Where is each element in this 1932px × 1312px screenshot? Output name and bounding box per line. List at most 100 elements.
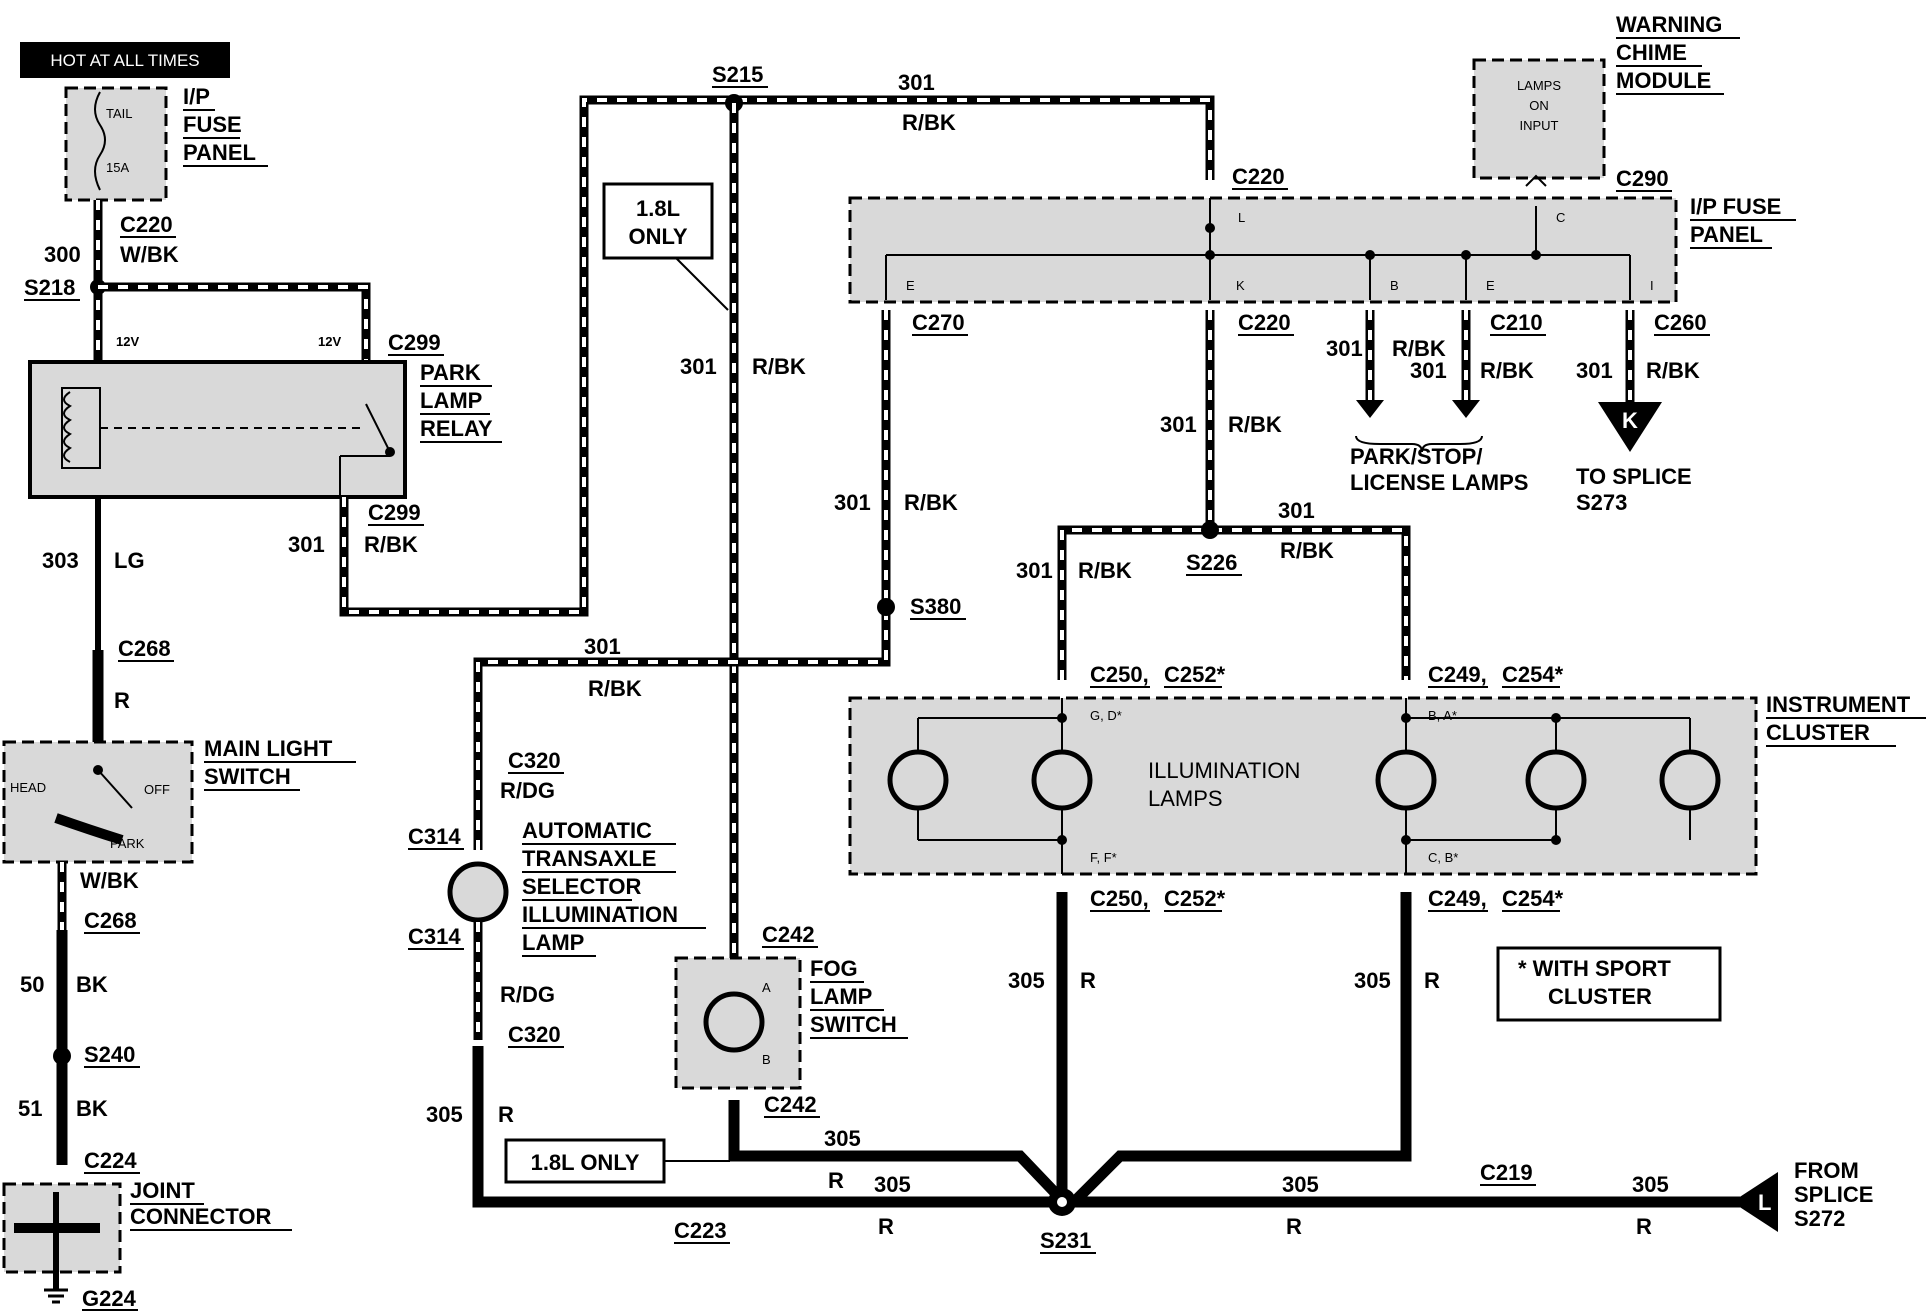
diagram-label: LG (114, 548, 145, 573)
diagram-label: R/BK (904, 490, 958, 515)
diagram-label: 301 (1410, 358, 1447, 383)
diagram-label: SWITCH (810, 1012, 897, 1037)
diagram-label: R (1424, 968, 1440, 993)
fuse-tail-label: TAIL (106, 106, 133, 121)
diagram-label: 301 (680, 354, 717, 379)
diagram-label: CLUSTER (1548, 984, 1652, 1009)
diagram-label: 301 (288, 532, 325, 557)
diagram-label: C270 (912, 310, 965, 335)
diagram-label: R (828, 1168, 844, 1193)
diagram-label: 305 (824, 1126, 861, 1151)
diagram-label: C268 (84, 908, 137, 933)
illumination-lamp-5 (1659, 749, 1721, 811)
diagram-label: R/BK (752, 354, 806, 379)
diagram-label: R/BK (588, 676, 642, 701)
diagram-label: PANEL (1690, 222, 1763, 247)
diagram-label: A (762, 980, 771, 995)
note-with-sport-cluster: * WITH SPORT CLUSTER (1496, 946, 1722, 1022)
warning-chime-module: LAMPS ON INPUT WARNING CHIME MODULE (1472, 12, 1740, 180)
diagram-label: C260 (1654, 310, 1707, 335)
diagram-label: 301 (1160, 412, 1197, 437)
diagram-label: S218 (24, 275, 75, 300)
diagram-label: C249, (1428, 886, 1487, 911)
diagram-label: PANEL (183, 140, 256, 165)
diagram-label: 51 (18, 1096, 42, 1121)
diagram-label: R (498, 1102, 514, 1127)
splice-triangle-k (1598, 402, 1662, 452)
diagram-label: SELECTOR (522, 874, 642, 899)
diagram-label: L (1758, 1190, 1771, 1215)
diagram-label: R/BK (1480, 358, 1534, 383)
diagram-label: C268 (118, 636, 171, 661)
diagram-label: C314 (408, 924, 461, 949)
diagram-label: R/BK (1280, 538, 1334, 563)
diagram-label: OFF (144, 782, 170, 797)
diagram-label: INPUT (1520, 118, 1559, 133)
diagram-label: CHIME (1616, 40, 1687, 65)
diagram-label: 303 (42, 548, 79, 573)
fuse-15a-label: 15A (106, 160, 129, 175)
diagram-label: ONLY (628, 224, 687, 249)
diagram-label: 301 (1278, 498, 1315, 523)
diagram-label: R/BK (1392, 336, 1446, 361)
main-light-switch: HEAD OFF PARK MAIN LIGHT SWITCH (2, 736, 356, 864)
diagram-label: LAMP (810, 984, 872, 1009)
diagram-label: W/BK (120, 242, 179, 267)
diagram-label: S215 (712, 62, 763, 87)
diagram-label: B (1390, 278, 1399, 293)
splice-triangle-l (1732, 1172, 1778, 1232)
diagram-label: R/DG (500, 778, 555, 803)
splice-s240 (53, 1047, 71, 1065)
diagram-label: ON (1529, 98, 1549, 113)
diagram-label: C314 (408, 824, 461, 849)
diagram-label: 305 (874, 1172, 911, 1197)
illumination-lamp-4 (1525, 749, 1587, 811)
diagram-label: S226 (1186, 550, 1237, 575)
diagram-label: C223 (674, 1218, 727, 1243)
ip-fuse-panel-right: L C E K B E I I/P FUSE PANEL (848, 194, 1796, 304)
diagram-label: E (1486, 278, 1495, 293)
diagram-label: R (1636, 1214, 1652, 1239)
diagram-label: B (762, 1052, 771, 1067)
ip-fuse-panel-left: TAIL 15A I/P FUSE PANEL (64, 84, 268, 202)
diagram-label: C320 (508, 1022, 561, 1047)
diagram-label: C210 (1490, 310, 1543, 335)
diagram-label: TRANSAXLE (522, 846, 656, 871)
diagram-label: * WITH SPORT (1518, 956, 1671, 981)
park-lamp-relay: PARK LAMP RELAY (28, 360, 502, 499)
diagram-label: 300 (44, 242, 81, 267)
diagram-label: HEAD (10, 780, 46, 795)
diagram-label: BK (76, 972, 108, 997)
diagram-label: I (1650, 278, 1654, 293)
diagram-label: ILLUMINATION (1148, 758, 1300, 783)
diagram-label: S240 (84, 1042, 135, 1067)
illumination-lamp-2 (1031, 749, 1093, 811)
diagram-label: C254* (1502, 886, 1564, 911)
diagram-label: RELAY (420, 416, 493, 441)
splice-s226 (1201, 521, 1219, 539)
diagram-label: WARNING (1616, 12, 1722, 37)
diagram-label: 1.8L ONLY (531, 1150, 640, 1175)
diagram-label: L (1238, 210, 1245, 225)
diagram-label: F, F* (1090, 850, 1117, 865)
diagram-label: K (1622, 408, 1638, 433)
diagram-label: 12V (318, 334, 341, 349)
diagram-label: LAMPS (1517, 78, 1561, 93)
diagram-label: C (1556, 210, 1565, 225)
diagram-label: PARK (110, 836, 145, 851)
diagram-label: 305 (1008, 968, 1045, 993)
diagram-label: C, B* (1428, 850, 1458, 865)
diagram-label: FUSE (183, 112, 242, 137)
diagram-label: C299 (388, 330, 441, 355)
diagram-label: C299 (368, 500, 421, 525)
diagram-label: I/P FUSE (1690, 194, 1781, 219)
diagram-label: S231 (1040, 1228, 1091, 1253)
diagram-label: 305 (1354, 968, 1391, 993)
diagram-label: G, D* (1090, 708, 1122, 723)
hot-at-all-times-badge: HOT AT ALL TIMES (20, 42, 230, 78)
diagram-label: R/BK (1646, 358, 1700, 383)
diagram-label: C242 (762, 922, 815, 947)
diagram-label: LAMPS (1148, 786, 1223, 811)
diagram-label: C254* (1502, 662, 1564, 687)
